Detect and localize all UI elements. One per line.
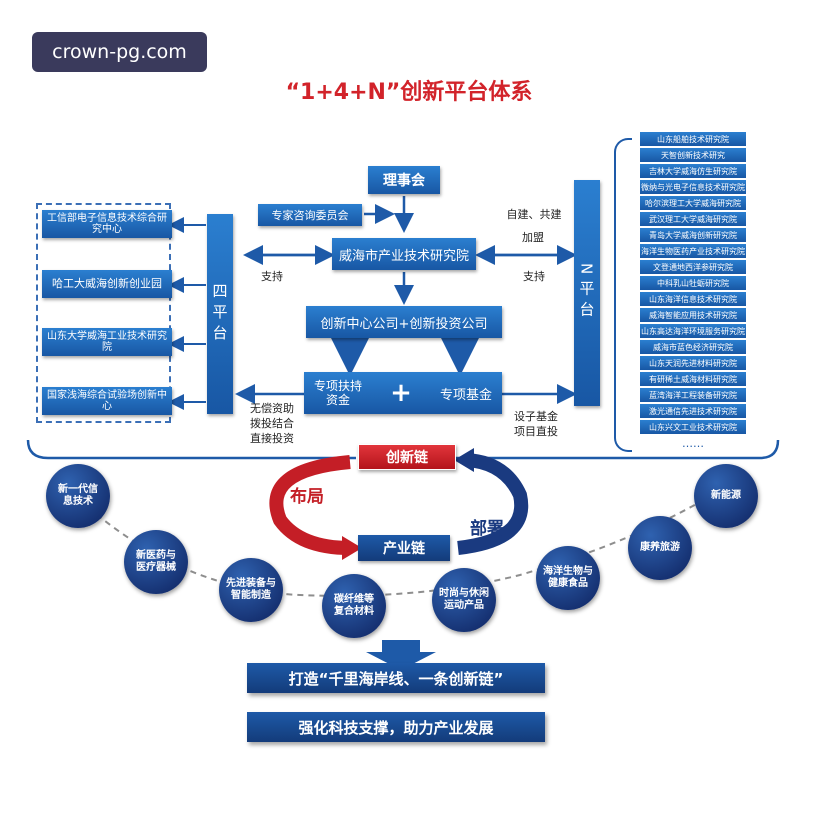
four-platform-item: 国家浅海综合试验场创新中心	[42, 387, 172, 415]
four-platform-item: 哈工大威海创新创业园	[42, 270, 172, 298]
self-build-label: 自建、共建	[506, 208, 562, 221]
industry-circle: 新医药与 医疗器械	[124, 530, 188, 594]
n-platform-item: 蓝湾海洋工程装备研究院	[640, 388, 746, 402]
support-right-label: 支持	[523, 270, 545, 283]
watermark: crown-pg.com	[32, 32, 207, 72]
council-box: 理事会	[368, 166, 440, 194]
industry-chain-box: 产业链	[358, 535, 450, 561]
four-platform-item: 工信部电子信息技术综合研究中心	[42, 210, 172, 238]
layout-arrow-head	[342, 536, 362, 560]
n-platform-item: 武汉理工大学威海研究院	[640, 212, 746, 226]
four-platform-item: 山东大学威海工业技术研究院	[42, 328, 172, 356]
n-platform-item: 山东船舶技术研究院	[640, 132, 746, 146]
industry-circle: 海洋生物与 健康食品	[536, 546, 600, 610]
industry-circle: 先进装备与 智能制造	[219, 558, 283, 622]
n-platform-item: 哈尔滨理工大学威海研究院	[640, 196, 746, 210]
institute-box: 威海市产业技术研究院	[332, 238, 476, 270]
company-box: 创新中心公司+创新投资公司	[306, 306, 502, 338]
n-platform-bracket	[614, 138, 632, 452]
down-arrow	[366, 640, 436, 670]
fund-invest-label: 设子基金 项目直投	[514, 410, 558, 438]
diagram-title: “1+4+N”创新平台体系	[285, 80, 533, 105]
plus-sign: +	[390, 378, 412, 408]
expert-committee-box: 专家咨询委员会	[258, 204, 362, 226]
n-platform-item: 威海智能应用技术研究院	[640, 308, 746, 322]
join-label: 加盟	[522, 231, 544, 244]
n-platform-bar: N平台	[574, 180, 600, 406]
n-platform-item: 山东天润先进材料研究院	[640, 356, 746, 370]
four-platform-frame	[36, 203, 171, 423]
deploy-label: 部署	[470, 519, 504, 539]
n-platform-item: 中科乳山牡蛎研究院	[640, 276, 746, 290]
fund-box: 专项扶持 资金 + 专项基金	[304, 372, 502, 414]
four-platform-bar: 四平台	[207, 214, 233, 414]
banner-coastline: 打造“千里海岸线、一条创新链”	[247, 663, 545, 693]
n-platform-item: 吉林大学威海仿生研究院	[640, 164, 746, 178]
n-platform-item: 文登通地西洋参研究院	[640, 260, 746, 274]
n-platform-item: 青岛大学威海创新研究院	[640, 228, 746, 242]
support-left-label: 支持	[261, 270, 283, 283]
special-fund-label: 专项基金	[439, 387, 492, 403]
n-platform-item: 山东兴文工业技术研究院	[640, 420, 746, 434]
industry-circle: 康养旅游	[628, 516, 692, 580]
n-platform-item: 山东高达海洋环境服务研究院	[640, 324, 746, 338]
n-platform-item: 有研稀土威海材料研究院	[640, 372, 746, 386]
n-platform-item: 海洋生物医药产业技术研究院	[640, 244, 746, 258]
n-platform-item: 山东海洋信息技术研究院	[640, 292, 746, 306]
industry-circle: 时尚与休闲 运动产品	[432, 568, 496, 632]
layout-label: 布局	[290, 487, 324, 507]
free-aid-label: 无偿资助 拨投结合 直接投资	[250, 402, 294, 445]
industry-circle: 新能源	[694, 464, 758, 528]
n-platform-item: 天智创新技术研究	[640, 148, 746, 162]
banner-support: 强化科技支撑，助力产业发展	[247, 712, 545, 742]
n-platform-item: 激光通信先进技术研究院	[640, 404, 746, 418]
support-capital-label: 专项扶持 资金	[314, 378, 363, 407]
n-platform-item: 威海市蓝色经济研究院	[640, 340, 746, 354]
n-platform-item: 微纳与光电子信息技术研究院	[640, 180, 746, 194]
industry-circle: 碳纤维等 复合材料	[322, 574, 386, 638]
deploy-arrow-head	[454, 448, 474, 472]
industry-circle: 新一代信 息技术	[46, 464, 110, 528]
innovation-chain-box: 创新链	[358, 444, 456, 470]
n-platform-item: ……	[682, 436, 704, 450]
